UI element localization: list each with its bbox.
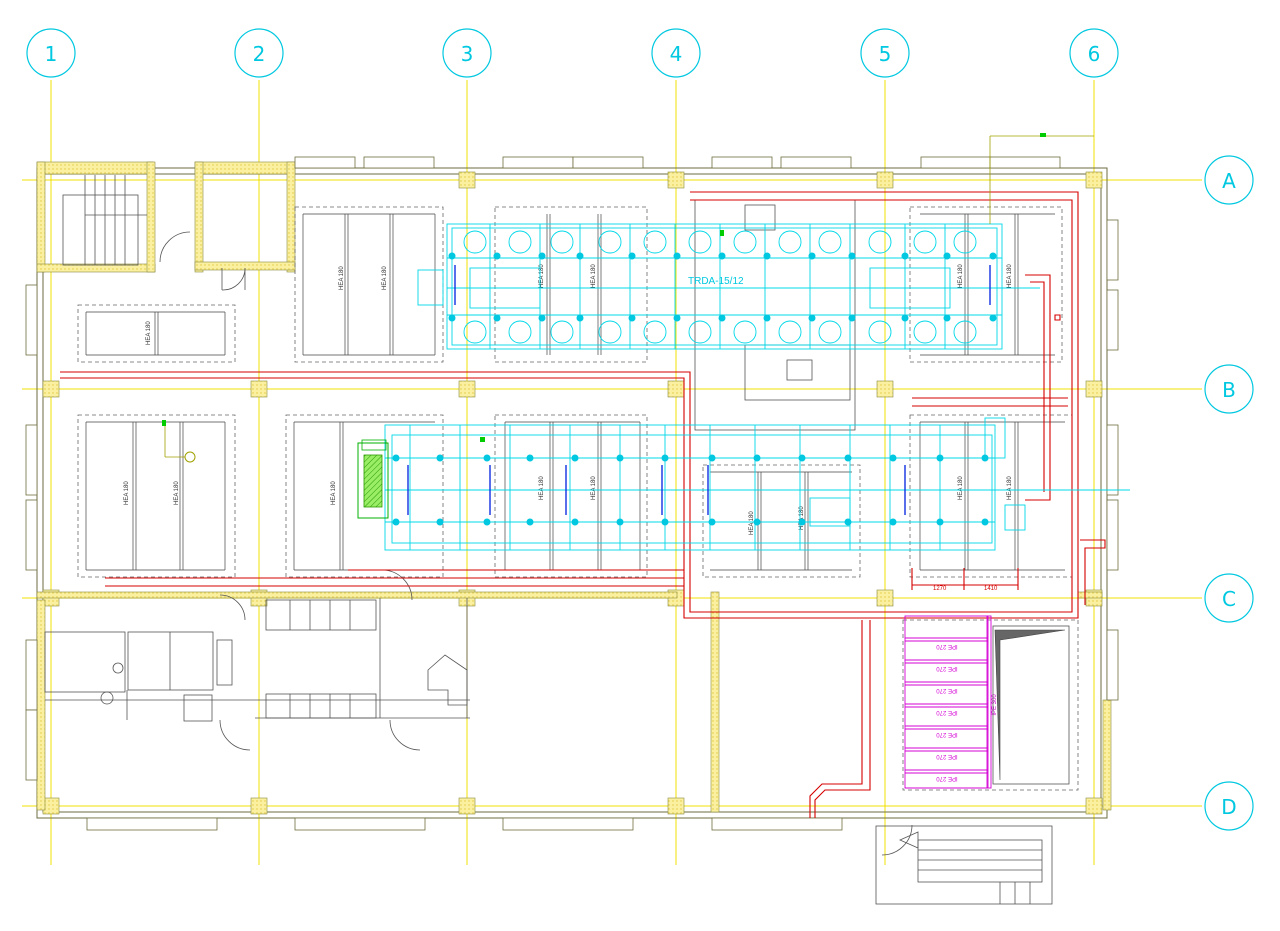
ipe-label: IPE 270 [936,643,958,649]
dashed-beam-zones [77,206,1079,791]
shaft-outline [992,625,1070,785]
grid-label-D: D [1221,795,1236,819]
grid-label-6: 6 [1088,42,1101,66]
grid-column-bubbles [26,28,1254,831]
equipment-unit-label: TRDA-15/12 [688,276,744,287]
grid-label-2: 2 [253,42,266,66]
small-marker [184,451,196,463]
dimension-labels: 1270 1410 [933,586,998,592]
grid-bubble-5 [860,28,910,78]
ipe-label: IPE 270 [936,731,958,737]
hea-label: HEA 180 [958,476,964,500]
ipe-label: IPE 270 [936,709,958,715]
hea-label: HEA 180 [331,481,337,505]
hea-label: HEA 180 [799,506,805,530]
hea-label: HEA 180 [958,264,964,288]
grid-bubble-6 [1069,28,1119,78]
wall-hatching [36,161,1112,815]
ipe-labels: IPE 270 IPE 270 IPE 270 IPE 270 IPE 270 … [936,643,998,781]
ipe-label: IPE 270 [936,775,958,781]
green-tag [1040,133,1046,137]
grid-label-A: A [1222,169,1236,193]
ipe-vertical-label: IPE 300 [992,694,998,716]
ipe-label: IPE 270 [936,665,958,671]
grid-bubble-3 [442,28,492,78]
hea-label: HEA 180 [339,266,345,290]
hea-label: HEA 180 [1007,264,1013,288]
green-tag [162,420,166,426]
hea-label: HEA 180 [124,481,130,505]
red-duct-lines [60,191,1106,818]
hea-label: HEA 180 [174,481,180,505]
grid-label-1: 1 [45,42,58,66]
equipment-lower-nodes [392,454,989,526]
hea-label: HEA 180 [539,264,545,288]
hea-label: HEA 180 [1007,476,1013,500]
hea-label: HEA 180 [591,476,597,500]
green-unit [357,439,389,519]
equipment-upper-nodes [448,252,997,322]
grid-bubble-1 [26,28,76,78]
ipe-label: IPE 270 [936,687,958,693]
window-niches [25,156,1119,831]
grid-bubble-D [1204,781,1254,831]
hea-labels: HEA 180 HEA 180 HEA 180 HEA 180 HEA 180 … [124,264,1013,535]
hea-label: HEA 180 [539,476,545,500]
grid-bubble-A [1204,155,1254,205]
grid-bubble-B [1204,364,1254,414]
grid-label-B: B [1222,378,1236,402]
hea-label: HEA 180 [749,511,755,535]
ipe-beams [904,615,992,789]
grid-bubble-2 [234,28,284,78]
grid-label-4: 4 [670,42,683,66]
grid-bubble-4 [651,28,701,78]
dimension-1410: 1410 [984,586,998,592]
green-tag [720,230,724,236]
equipment-upper [417,223,1040,350]
grid-label-5: 5 [879,42,892,66]
hea-label: HEA 180 [146,321,152,345]
hatched-triangle [994,629,1066,781]
green-tag [480,437,485,442]
ipe-label: IPE 270 [936,753,958,759]
grid-bubble-C [1204,573,1254,623]
dimension-1270: 1270 [933,586,947,592]
interior-walls [44,175,1053,905]
hea-label: HEA 180 [591,264,597,288]
grid-label-C: C [1222,587,1236,611]
blue-bars [407,265,991,515]
grid-label-3: 3 [461,42,474,66]
hea-label: HEA 180 [382,266,388,290]
hea-beam-lines [85,213,1065,571]
